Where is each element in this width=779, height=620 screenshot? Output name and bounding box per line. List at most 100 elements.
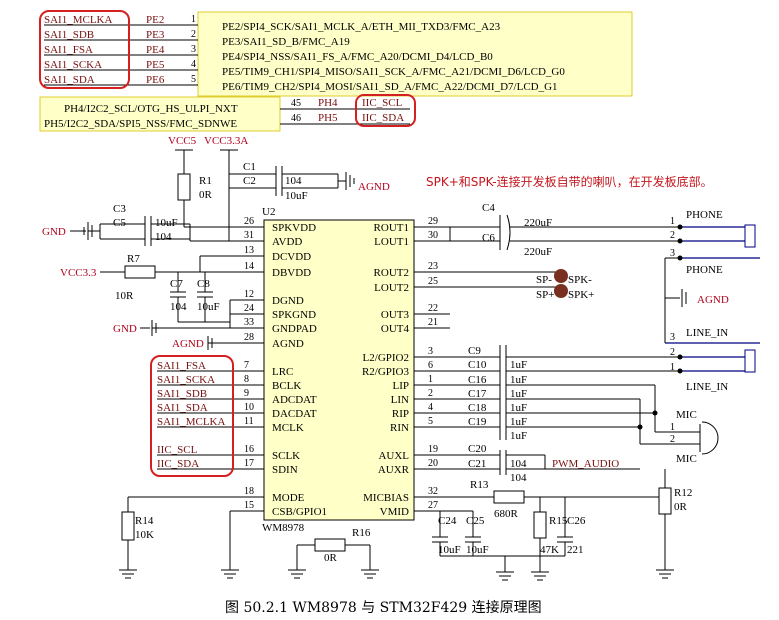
mic-label-2: MIC	[676, 453, 697, 465]
left-pin-name: DCVDD	[272, 251, 311, 263]
c16-ref: C16	[468, 374, 487, 386]
left-pin-num: 31	[244, 230, 254, 241]
r13-resistor	[493, 490, 525, 504]
left-pin-name: SPKGND	[272, 309, 316, 321]
mcu-sai-ports: PE2 PE3 PE4 PE5 PE6 1 2 3 4 5	[146, 14, 196, 86]
output-caps: C4 C6 220uF 220uF	[449, 202, 680, 258]
r7-val: 10R	[115, 290, 134, 302]
r16-ref: R16	[352, 527, 371, 539]
aux-caps: C20 C21 104 104 PWM_AUDIO	[468, 443, 640, 484]
net-sai1-mclka: SAI1_MCLKA	[44, 14, 113, 26]
r14-val: 10K	[135, 529, 154, 541]
right-pin-num: 30	[428, 230, 438, 241]
right-pin-name: LIP	[393, 380, 410, 392]
left-pin-name: MODE	[272, 492, 305, 504]
linein-label-2: LINE_IN	[686, 381, 728, 393]
gnd-label-2: GND	[113, 323, 137, 335]
r12-val: 0R	[674, 501, 688, 513]
port-ph4: PH4	[318, 97, 338, 109]
c35-val2: 104	[155, 231, 172, 243]
c5-ref: C5	[113, 217, 126, 229]
c17-val: 1uF	[510, 388, 527, 400]
c8-val: 10uF	[197, 301, 220, 313]
r15-ref: R15	[549, 515, 568, 527]
figure-caption: 图 50.2.1 WM8978 与 STM32F429 连接原理图	[225, 599, 542, 616]
mic-pin-2: 2	[670, 434, 675, 445]
ground-symbols	[119, 569, 674, 581]
codec-net-sda: SAI1_SDA	[157, 402, 208, 414]
phone-pin-2: 2	[670, 230, 675, 241]
right-pin-num: 1	[428, 374, 433, 385]
c24-val: 10uF	[438, 544, 461, 556]
speaker-note: SPK+和SPK-连接开发板自带的喇叭，在开发板底部。	[426, 174, 713, 189]
left-pin-name: AVDD	[272, 236, 302, 248]
c6-ref: C6	[482, 232, 495, 244]
c21-val: 104	[510, 458, 527, 470]
port-pe5: PE5	[146, 59, 165, 71]
right-pin-num: 5	[428, 416, 433, 427]
codec-net-scka: SAI1_SCKA	[157, 374, 215, 386]
pin-3: 3	[191, 44, 196, 55]
left-pin-name: SPKVDD	[272, 222, 316, 234]
right-pin-name: VMID	[380, 506, 409, 518]
right-pin-name: ROUT2	[374, 267, 409, 279]
right-pin-name: LOUT1	[374, 236, 409, 248]
right-pin-num: 4	[428, 402, 433, 413]
right-pin-num: 19	[428, 444, 438, 455]
left-pin-name: BCLK	[272, 380, 301, 392]
agnd-label-2: AGND	[172, 338, 204, 350]
vcc5-label: VCC5	[168, 135, 197, 147]
codec-net-fsa: SAI1_FSA	[157, 360, 206, 372]
phone-pin-3: 3	[670, 248, 675, 259]
mic: MIC MIC 1 2	[639, 409, 719, 465]
port-pe6: PE6	[146, 74, 165, 86]
c4-ref: C4	[482, 202, 495, 214]
left-pin-name: DBVDD	[272, 267, 311, 279]
net-iic-sda: IIC_SDA	[362, 112, 404, 124]
right-pin-name: MICBIAS	[363, 492, 409, 504]
r1-resistor	[177, 173, 191, 201]
r15-val: 47K	[540, 544, 559, 556]
c10-ref: C10	[468, 359, 487, 371]
chip-ref: U2	[262, 206, 275, 218]
r16-val: 0R	[324, 552, 338, 564]
vcc33-label: VCC3.3	[60, 267, 97, 279]
input-caps: C9 C10 C16 C17 C18 C19 1uF 1uF 1uF 1uF 1…	[468, 345, 680, 442]
left-pin-num: 13	[244, 245, 254, 256]
left-pin-name: LRC	[272, 366, 293, 378]
c19-ref: C19	[468, 416, 487, 428]
left-pin-name: CSB/GPIO1	[272, 506, 327, 518]
func-pe5: PE5/TIM9_CH1/SPI4_MISO/SAI1_SCK_A/FMC_A2…	[222, 66, 565, 78]
right-pin-num: 29	[428, 216, 438, 227]
func-pe3: PE3/SAI1_SD_B/FMC_A19	[222, 36, 350, 48]
r7-ref: R7	[127, 253, 140, 265]
right-pin-num: 32	[428, 486, 438, 497]
bias-network: R13 680R R12 0R C24 C25 10uF 10uF R15 47…	[432, 469, 692, 572]
right-pin-name: RIP	[392, 408, 409, 420]
c19-val: 1uF	[510, 416, 527, 428]
port-ph5: PH5	[318, 112, 338, 124]
spk-pos-dot	[554, 284, 568, 298]
right-pins: 29ROUT130LOUT123ROUT225LOUT222OUT321OUT4…	[362, 216, 560, 518]
left-pin-name: GNDPAD	[272, 323, 317, 335]
line-in-jack: LINE_IN LINE_IN 3 2 1	[665, 327, 760, 393]
left-pin-num: 33	[244, 317, 254, 328]
linein-pin-2: 2	[670, 347, 675, 358]
codec-net-iic-sda: IIC_SDA	[157, 458, 199, 470]
codec-net-iic-scl: IIC_SCL	[157, 444, 198, 456]
agnd-label-3: AGND	[697, 294, 729, 306]
agnd-label-1: AGND	[358, 181, 390, 193]
mcu-sai-wires	[44, 24, 198, 86]
c16-val: 1uF	[510, 374, 527, 386]
net-sai1-fsa: SAI1_FSA	[44, 44, 93, 56]
c20-ref: C20	[468, 443, 487, 455]
r12-resistor	[658, 487, 672, 515]
c18-ref: C18	[468, 402, 487, 414]
wm8978-chip	[263, 219, 415, 521]
left-pin-num: 9	[244, 388, 249, 399]
net-sai1-sda: SAI1_SDA	[44, 74, 95, 86]
right-pin-name: AUXL	[378, 450, 409, 462]
left-pin-num: 15	[244, 500, 254, 511]
r16-resistor	[314, 538, 346, 552]
pin-45: 45	[291, 98, 301, 109]
